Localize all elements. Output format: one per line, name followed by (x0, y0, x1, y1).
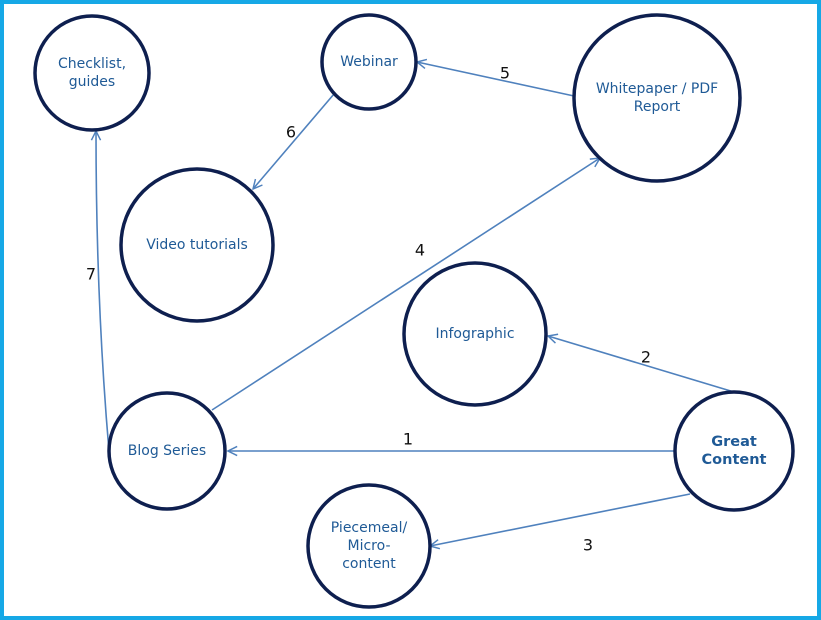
node-circle-whitepaper (572, 13, 742, 183)
arrow-great-to-infographic (548, 336, 735, 393)
node-whitepaper: Whitepaper / PDF Report (572, 13, 742, 183)
node-label-blog-0: Blog Series (128, 443, 206, 459)
node-circle-video (119, 167, 275, 323)
node-webinar: Webinar (320, 13, 418, 111)
node-blog: Blog Series (107, 391, 227, 511)
node-circle-piecemeal (306, 483, 432, 609)
node-label-great-0: Great (711, 434, 757, 450)
arrow-whitepaper-to-webinar (417, 62, 575, 97)
node-infographic: Infographic (402, 261, 548, 407)
node-label-video-0: Video tutorials (146, 237, 248, 253)
node-label-piecemeal-1: Micro- (348, 538, 391, 554)
node-circle-blog (107, 391, 227, 511)
node-label-piecemeal-2: content (342, 556, 396, 572)
node-circle-infographic (402, 261, 548, 407)
node-label-checklist-0: Checklist, (58, 56, 126, 72)
node-video: Video tutorials (119, 167, 275, 323)
step-number-6: 6 (286, 123, 296, 142)
arrow-blog-to-whitepaper (211, 158, 600, 411)
step-number-1: 1 (403, 430, 413, 449)
node-label-whitepaper-0: Whitepaper / PDF (596, 81, 718, 97)
node-circle-checklist (33, 14, 151, 132)
arrow-webinar-to-video (253, 93, 335, 189)
step-number-3: 3 (583, 536, 593, 555)
node-label-whitepaper-1: Report (634, 99, 681, 115)
arrow-great-to-piecemeal (430, 493, 691, 546)
step-number-5: 5 (500, 64, 510, 83)
step-number-4: 4 (415, 241, 425, 260)
node-checklist: Checklist, guides (33, 14, 151, 132)
node-label-piecemeal-0: Piecemeal/ (331, 520, 408, 536)
node-circle-webinar (320, 13, 418, 111)
step-number-2: 2 (641, 348, 651, 367)
arrow-blog-to-checklist (96, 131, 110, 452)
node-circle-great (673, 390, 795, 512)
node-label-webinar-0: Webinar (340, 54, 398, 70)
node-label-checklist-1: guides (69, 74, 115, 90)
node-label-infographic-0: Infographic (435, 326, 514, 342)
node-piecemeal: Piecemeal/Micro-content (306, 483, 432, 609)
step-number-7: 7 (86, 265, 96, 284)
node-label-great-1: Content (702, 452, 767, 468)
edges-layer: 1 2 3 4 5 6 7 (86, 62, 735, 555)
